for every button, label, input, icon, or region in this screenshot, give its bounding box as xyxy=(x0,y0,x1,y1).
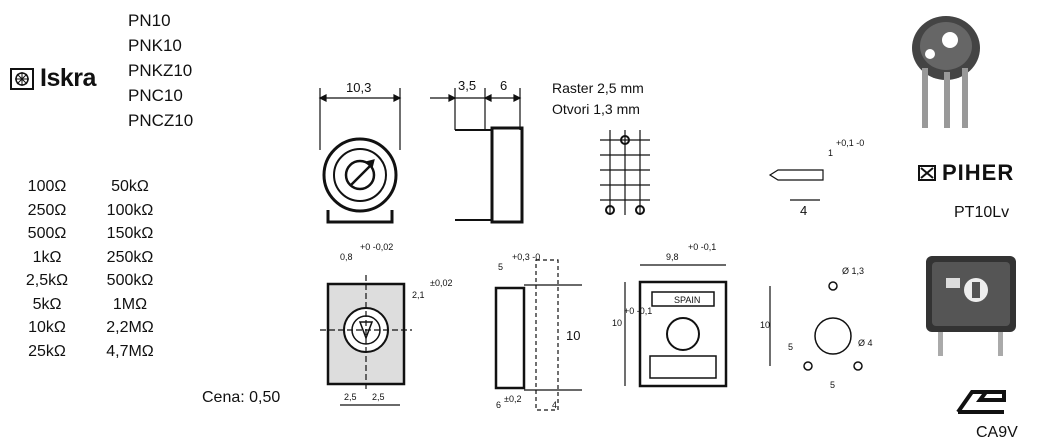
dim-back-height-tol: +0 -0,1 xyxy=(624,306,652,316)
value-cell: 5kΩ xyxy=(32,295,62,313)
value-row: 10kΩ 2,2MΩ xyxy=(4,316,170,340)
holes-line: Otvori 1,3 mm xyxy=(552,101,640,117)
ca9v-photo xyxy=(926,256,1016,356)
model-item: PN10 xyxy=(128,11,171,30)
dim-pin-height: 1 xyxy=(828,148,833,158)
pt10lv-photo xyxy=(912,16,980,128)
ca9v-hole-pattern: 10 5 5 Ø 1,3 Ø 4 xyxy=(760,266,873,390)
model-list: PN10 PNK10 PNKZ10 PNC10 PNCZ10 xyxy=(128,8,193,133)
value-row: 1kΩ 250kΩ xyxy=(4,246,170,270)
dim-body: 6 xyxy=(500,78,507,93)
ca9v-front-view: 0,8 +0 -0,02 2,1 ±0,02 2,5 2,5 xyxy=(320,242,452,406)
piher-brand-name: PIHER xyxy=(942,160,1015,185)
dim-top-offset-tol: +0 -0,02 xyxy=(360,242,393,252)
value-cell: 50kΩ xyxy=(111,178,149,195)
dim-pitch-1: 2,5 xyxy=(344,392,357,402)
pn10-side-view: 3,5 6 xyxy=(430,78,524,224)
value-cell: 10kΩ xyxy=(28,319,66,336)
value-cell: 250Ω xyxy=(27,201,67,219)
pin-detail: 4 1 +0,1 -0 xyxy=(768,138,864,218)
dim-hole-dia: Ø 1,3 xyxy=(842,266,864,276)
ca9v-side-view: 10 5 +0,3 -0 6 ±0,2 4 xyxy=(494,252,582,411)
value-cell: 500kΩ xyxy=(106,272,154,289)
model-item: PNCZ10 xyxy=(128,111,194,130)
dim-hole-h: 5 xyxy=(830,380,835,390)
value-cell: 100Ω xyxy=(27,178,67,195)
dim-hole-height: 10 xyxy=(760,320,770,330)
dim-top-offset: 0,8 xyxy=(340,252,353,262)
value-cell: 1MΩ xyxy=(112,295,148,313)
value-cell: 2,2MΩ xyxy=(106,319,154,336)
dim-back-width: 9,8 xyxy=(666,252,679,262)
dim-back-height: 10 xyxy=(612,318,622,328)
ca9v-back-view: SPAIN 9,8 +0 -0,1 10 +0 -0,1 xyxy=(612,242,728,388)
dim-back-width-tol: +0 -0,1 xyxy=(688,242,716,252)
iskra-brand: Iskra xyxy=(10,64,96,93)
model-item: PNK10 xyxy=(128,36,182,55)
value-cell: 250kΩ xyxy=(106,248,154,266)
spain-stamp: SPAIN xyxy=(674,295,700,305)
dim-side-offset: 2,1 xyxy=(412,290,425,300)
value-cell: 500Ω xyxy=(27,225,67,242)
piher-brand: PIHER xyxy=(918,160,1014,186)
technical-drawings: 10,3 3,5 6 4 1 +0,1 -0 xyxy=(318,78,873,411)
value-cell: 150kΩ xyxy=(106,225,154,242)
dim-depth: 3,5 xyxy=(458,78,476,93)
dim-side-pin: 4 xyxy=(552,400,557,410)
dim-side-offset-tol: ±0,02 xyxy=(430,278,452,288)
iskra-logo-icon xyxy=(10,67,34,90)
value-row: 25kΩ 4,7MΩ xyxy=(4,340,170,364)
value-row: 5kΩ 1MΩ xyxy=(4,293,170,317)
dim-side-top-tol: +0,3 -0 xyxy=(512,252,540,262)
ca9v-label: CA9V xyxy=(976,424,1018,441)
price-label: Cena: 0,50 xyxy=(202,389,281,406)
value-row: 100Ω 50kΩ xyxy=(4,175,170,199)
dim-side-bottom: 6 xyxy=(496,400,501,410)
value-cell: 4,7MΩ xyxy=(106,342,154,360)
dim-pitch-2: 2,5 xyxy=(372,392,385,402)
dim-side-bottom-tol: ±0,2 xyxy=(504,394,521,404)
model-item: PNKZ10 xyxy=(128,61,193,80)
value-cell: 1kΩ xyxy=(32,248,62,266)
raster-grid xyxy=(600,130,650,215)
acp-logo-icon xyxy=(956,390,1006,414)
dim-side-top: 5 xyxy=(498,262,503,272)
iskra-brand-name: Iskra xyxy=(40,64,96,92)
value-row: 250Ω 100kΩ xyxy=(4,199,170,223)
dim-side-height: 10 xyxy=(566,328,580,343)
dim-pin: 4 xyxy=(800,203,807,218)
value-cell: 2,5kΩ xyxy=(25,272,69,289)
value-cell: 25kΩ xyxy=(28,342,66,360)
value-cell: 100kΩ xyxy=(106,201,154,219)
value-row: 2,5kΩ 500kΩ xyxy=(4,269,170,293)
model-item: PNC10 xyxy=(128,86,183,105)
pn10-front-view: 10,3 xyxy=(318,80,402,224)
dim-hole-v: 5 xyxy=(788,342,793,352)
dim-center-dia: Ø 4 xyxy=(858,338,873,348)
resistance-values-table: 100Ω 50kΩ 250Ω 100kΩ 500Ω 150kΩ 1kΩ 250kΩ 2,… xyxy=(4,175,170,363)
dim-width: 10,3 xyxy=(346,80,371,95)
dim-pin-tol: +0,1 -0 xyxy=(836,138,864,148)
raster-info: Raster 2,5 mm Otvori 1,3 mm xyxy=(552,78,644,120)
raster-line: Raster 2,5 mm xyxy=(552,80,644,96)
pt10lv-label: PT10Lv xyxy=(954,204,1010,221)
piher-logo-icon xyxy=(918,165,936,181)
value-row: 500Ω 150kΩ xyxy=(4,222,170,246)
